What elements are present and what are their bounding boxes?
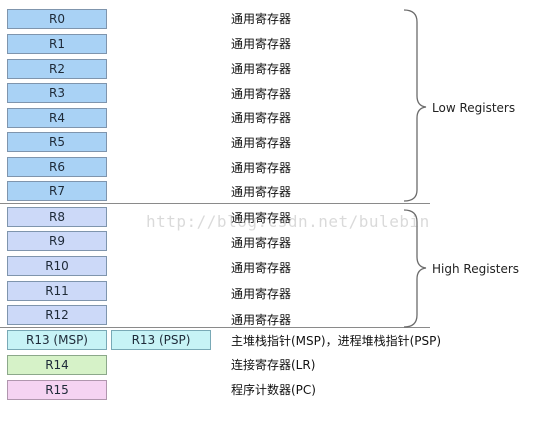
description-r10: 通用寄存器 [231,261,292,275]
description-r5: 通用寄存器 [231,136,292,150]
description-r0: 通用寄存器 [231,12,292,26]
description-r2: 通用寄存器 [231,62,292,76]
description-r8: 通用寄存器 [231,211,292,225]
register-r10: R10 [7,256,107,276]
register-r11: R11 [7,281,107,301]
register-r1: R1 [7,34,107,54]
register-r3: R3 [7,83,107,103]
register-r13-msp: R13 (MSP) [7,330,107,350]
low-high-separator [0,203,430,204]
description-r12: 通用寄存器 [231,313,292,327]
low-registers-brace [403,9,427,202]
high-special-separator [0,327,430,328]
description-r1: 通用寄存器 [231,37,292,51]
low-registers-label: Low Registers [432,101,516,115]
register-r0: R0 [7,9,107,29]
register-r12: R12 [7,305,107,325]
description-r15: 程序计数器(PC) [231,383,316,397]
description-r11: 通用寄存器 [231,287,292,301]
register-r15: R15 [7,380,107,400]
register-r5: R5 [7,132,107,152]
description-r3: 通用寄存器 [231,87,292,101]
high-registers-brace [403,209,427,328]
register-r9: R9 [7,231,107,251]
high-registers-label: High Registers [432,262,520,276]
register-r14: R14 [7,355,107,375]
description-r13: 主堆栈指针(MSP)，进程堆栈指针(PSP) [231,334,442,348]
register-r8: R8 [7,207,107,227]
register-r13-psp: R13 (PSP) [111,330,211,350]
description-r14: 连接寄存器(LR) [231,358,316,372]
description-r6: 通用寄存器 [231,161,292,175]
description-r4: 通用寄存器 [231,111,292,125]
register-r6: R6 [7,157,107,177]
register-r2: R2 [7,59,107,79]
description-r9: 通用寄存器 [231,236,292,250]
register-r7: R7 [7,181,107,201]
watermark: http://blog.csdn.net/bulebin [146,212,430,231]
register-r4: R4 [7,108,107,128]
description-r7: 通用寄存器 [231,185,292,199]
